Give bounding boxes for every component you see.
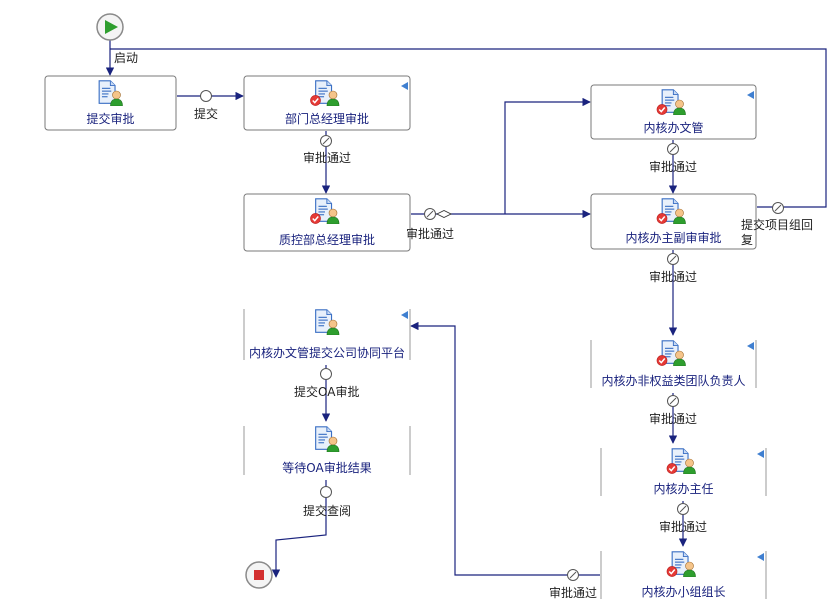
node-corner-marker-icon[interactable] [747,91,754,99]
node-corner-marker-icon[interactable] [757,450,764,458]
conditional-connector-icon[interactable] [424,208,436,220]
edge-label-return-edge-0: 提交项目组回 [741,217,813,232]
node-nhb-leader[interactable]: 内核办小组组长 [600,547,767,603]
node-label-submit: 提交审批 [86,111,134,126]
node-nhb-vice[interactable]: 内核办主副审审批 [590,193,757,250]
edge-return-edge[interactable] [110,48,827,208]
node-label-nhb-director: 内核办主任 [653,481,713,496]
node-label-wait-oa: 等待OA审批结果 [282,460,371,475]
stop-icon[interactable] [245,561,273,589]
node-corner-marker-icon[interactable] [401,311,408,319]
edge-label-return-edge-1: 复 [741,233,753,247]
connectors-layer [200,90,784,581]
branch-diamond-icon [435,209,453,219]
conditional-connector-icon[interactable] [667,253,679,265]
edge-label-dept-approve: 审批通过 [303,150,351,165]
labels-layer: 启动提交审批通过审批通过审批通过审批通过提交项目组回复审批通过审批通过审批通过提… [114,51,813,600]
node-label-nhb-leader: 内核办小组组长 [641,584,725,599]
node-box [243,426,411,475]
edge-label-qc-approve: 审批通过 [406,226,454,241]
node-nhb-oa[interactable]: 内核办文管提交公司协同平台 [243,305,411,364]
edge-label-director-approve: 审批通过 [659,519,707,534]
node-nhb-wg[interactable]: 内核办文管 [590,84,757,140]
edge-label-wg-approve: 审批通过 [649,159,697,174]
node-label-nhb-vice: 内核办主副审审批 [625,230,721,245]
connector-circle-icon[interactable] [200,90,212,102]
conditional-connector-icon[interactable] [772,202,784,214]
edge-label-submit-edge: 提交 [194,106,218,121]
edge-label-team-approve: 审批通过 [649,411,697,426]
edge-qc-branch[interactable] [504,97,591,214]
node-nhb-director[interactable]: 内核办主任 [600,444,767,500]
node-qc-gm[interactable]: 质控部总经理审批 [243,193,411,252]
node-corner-marker-icon[interactable] [757,553,764,561]
connector-circle-icon[interactable] [320,486,332,498]
node-label-nhb-oa: 内核办文管提交公司协同平台 [249,345,405,360]
conditional-connector-icon[interactable] [667,395,679,407]
conditional-connector-icon[interactable] [567,569,579,581]
edge-leader-approve[interactable] [410,321,600,576]
node-label-dept-gm: 部门总经理审批 [285,111,369,126]
edge-label-oa-submit: 提交OA审批 [294,384,359,399]
conditional-connector-icon[interactable] [320,135,332,147]
node-corner-marker-icon[interactable] [401,82,408,90]
node-wait-oa[interactable]: 等待OA审批结果 [243,422,411,479]
node-label-nhb-team: 内核办非权益类团队负责人 [601,373,745,388]
connector-circle-icon[interactable] [320,368,332,380]
node-corner-marker-icon[interactable] [747,342,754,350]
play-icon[interactable] [96,13,124,41]
edge-label-vice-approve: 审批通过 [649,269,697,284]
edge-archive[interactable] [271,480,327,578]
node-label-qc-gm: 质控部总经理审批 [279,232,375,247]
edge-label-start-edge: 启动 [114,51,138,65]
node-dept-gm[interactable]: 部门总经理审批 [243,75,411,131]
node-box [600,448,767,496]
node-label-nhb-wg: 内核办文管 [643,120,703,135]
conditional-connector-icon[interactable] [667,143,679,155]
edge-label-archive: 提交查阅 [303,503,351,518]
node-nhb-team[interactable]: 内核办非权益类团队负责人 [590,336,757,392]
node-submit[interactable]: 提交审批 [44,75,177,131]
node-box [600,551,767,599]
conditional-connector-icon[interactable] [677,503,689,515]
node-box [590,340,757,388]
node-box [243,309,411,360]
edge-label-leader-approve: 审批通过 [549,585,597,600]
